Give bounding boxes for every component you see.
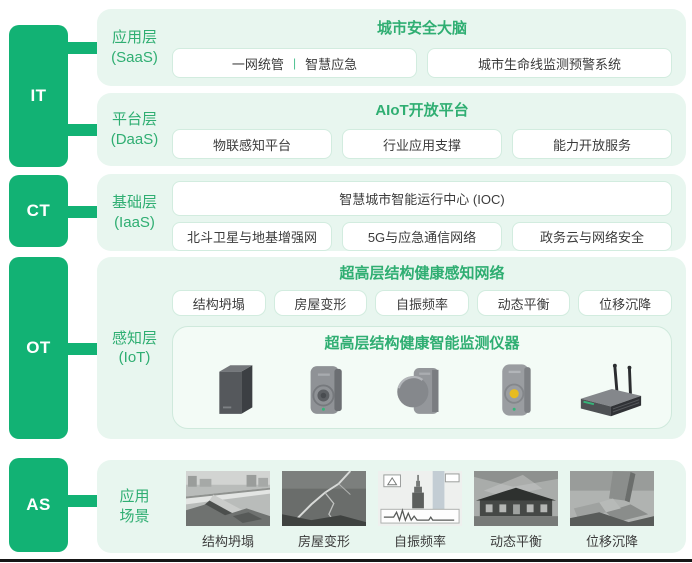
iaas-chips: 北斗卫星与地基增强网 5G与应急通信网络 政务云与网络安全 (172, 222, 672, 251)
chip-gov-cloud-security: 政务云与网络安全 (512, 222, 672, 251)
scene-item: 房屋变形 (282, 471, 366, 550)
layer-row-iot: 感知层 (IoT) 超高层结构健康感知网络 结构坍塌 房屋变形 自振频率 动态平… (97, 257, 686, 439)
scene-item: 位移沉降 (570, 471, 654, 550)
chip-structure-collapse: 结构坍塌 (172, 290, 266, 316)
chip-text: 一网统管 (231, 56, 284, 72)
scene-caption: 房屋变形 (297, 534, 350, 549)
chip-5g-emergency-network: 5G与应急通信网络 (342, 222, 502, 251)
layer-name: 平台层 (111, 111, 157, 128)
chip-lifeline-warning-system: 城市生命线监测预警系统 (427, 48, 672, 78)
layer-label-iaas: 基础层 (IaaS) (97, 174, 172, 251)
collapsed-structure-photo (186, 471, 270, 526)
disc-sensor-icon (383, 353, 461, 425)
side-block-ot-label: OT (26, 338, 51, 357)
layer-name: 应用层 (111, 29, 157, 46)
chip-industry-app-support: 行业应用支撑 (342, 129, 502, 159)
chip-beidou-network: 北斗卫星与地基增强网 (172, 222, 332, 251)
iot-chips: 结构坍塌 房屋变形 自振频率 动态平衡 位移沉降 (172, 290, 672, 316)
daas-chips: 物联感知平台 行业应用支撑 能力开放服务 (172, 129, 672, 159)
scene-item: 结构坍塌 (186, 471, 270, 550)
page-bottom-border (0, 559, 692, 562)
side-block-as: AS (9, 458, 68, 552)
scene-caption: 结构坍塌 (201, 534, 254, 549)
layer-row-daas: 平台层 (DaaS) AIoT开放平台 物联感知平台 行业应用支撑 能力开放服务 (97, 93, 686, 166)
layer-label-saas: 应用层 (SaaS) (97, 9, 172, 86)
side-block-ct: CT (9, 175, 68, 247)
saas-title: 城市安全大脑 (376, 20, 467, 37)
scenes-gallery: 结构坍塌 房屋变形 (172, 460, 686, 553)
chip-natural-frequency: 自振频率 (375, 290, 469, 316)
scene-caption: 位移沉降 (585, 534, 638, 549)
layer-row-scenes: 应用 场景 结构坍塌 (97, 460, 686, 553)
scene-item: 自振频率 (378, 471, 462, 550)
connector-as-scenes (58, 495, 98, 507)
side-block-it-label: IT (30, 86, 47, 105)
layer-label-iot: 感知层 (IoT) (97, 257, 172, 439)
layer-sub: (DaaS) (110, 130, 159, 148)
connector-ot-iot (58, 343, 98, 355)
layer-row-iaas: 基础层 (IaaS) 智慧城市智能运行中心 (IOC) 北斗卫星与地基增强网 5… (97, 174, 686, 251)
chip-dynamic-balance: 动态平衡 (476, 290, 571, 316)
scene-item: 动态平衡 (474, 471, 558, 550)
chip-iot-sensing-platform: 物联感知平台 (172, 129, 332, 159)
divider-bar: | (292, 56, 297, 70)
layer-sub: (SaaS) (111, 48, 158, 66)
side-block-ct-label: CT (26, 201, 51, 220)
layer-label-daas: 平台层 (DaaS) (97, 93, 172, 166)
cracked-wall-photo (282, 471, 366, 526)
connector-it-saas (58, 42, 98, 54)
daas-title: AIoT开放平台 (375, 102, 469, 119)
monitoring-device-panel: 超高层结构健康智能监测仪器 (172, 326, 672, 429)
building-balance-photo (474, 471, 558, 526)
device-panel-title: 超高层结构健康智能监测仪器 (324, 335, 520, 352)
side-block-as-label: AS (26, 495, 51, 514)
scene-caption: 自振频率 (393, 534, 446, 549)
iaas-content: 智慧城市智能运行中心 (IOC) 北斗卫星与地基增强网 5G与应急通信网络 政务… (172, 174, 686, 251)
saas-chips: 一网统管 | 智慧应急 城市生命线监测预警系统 (172, 48, 672, 78)
dot-sensor-icon (477, 353, 555, 425)
layer-sub: (IaaS) (114, 213, 155, 231)
layer-name: 感知层 (111, 329, 157, 347)
layer-row-saas: 应用层 (SaaS) 城市安全大脑 一网统管 | 智慧应急 城市生命线监测预警系… (97, 9, 686, 86)
chip-text: 智慧应急 (305, 56, 358, 72)
connector-ct-iaas (58, 206, 98, 218)
chip-displacement-settlement: 位移沉降 (578, 290, 672, 316)
scene-caption: 动态平衡 (489, 534, 542, 549)
chip-ioc-center: 智慧城市智能运行中心 (IOC) (172, 181, 672, 216)
device-gallery (173, 353, 671, 429)
side-block-ot: OT (9, 257, 68, 439)
ring-sensor-icon (289, 353, 367, 425)
wireless-gateway-icon (571, 353, 649, 425)
vibration-frequency-diagram-photo (378, 471, 462, 526)
ground-settlement-photo (570, 471, 654, 526)
iot-content: 超高层结构健康感知网络 结构坍塌 房屋变形 自振频率 动态平衡 位移沉降 超高层… (172, 257, 686, 439)
iot-title: 超高层结构健康感知网络 (339, 265, 505, 282)
chip-house-deformation: 房屋变形 (273, 290, 368, 316)
daas-content: AIoT开放平台 物联感知平台 行业应用支撑 能力开放服务 (172, 93, 686, 166)
connector-it-daas (58, 124, 98, 136)
layer-name: 基础层 (111, 194, 157, 211)
saas-content: 城市安全大脑 一网统管 | 智慧应急 城市生命线监测预警系统 (172, 9, 686, 86)
pillar-sensor-icon (195, 353, 273, 425)
chip-capability-open-service: 能力开放服务 (512, 129, 672, 159)
layer-name-line1: 应用 (119, 488, 150, 505)
chip-city-governance: 一网统管 | 智慧应急 (172, 48, 417, 78)
side-block-it: IT (9, 25, 68, 167)
layer-sub: (IoT) (118, 349, 151, 366)
layer-label-scenes: 应用 场景 (97, 460, 172, 553)
layer-name-line2: 场景 (119, 507, 150, 525)
